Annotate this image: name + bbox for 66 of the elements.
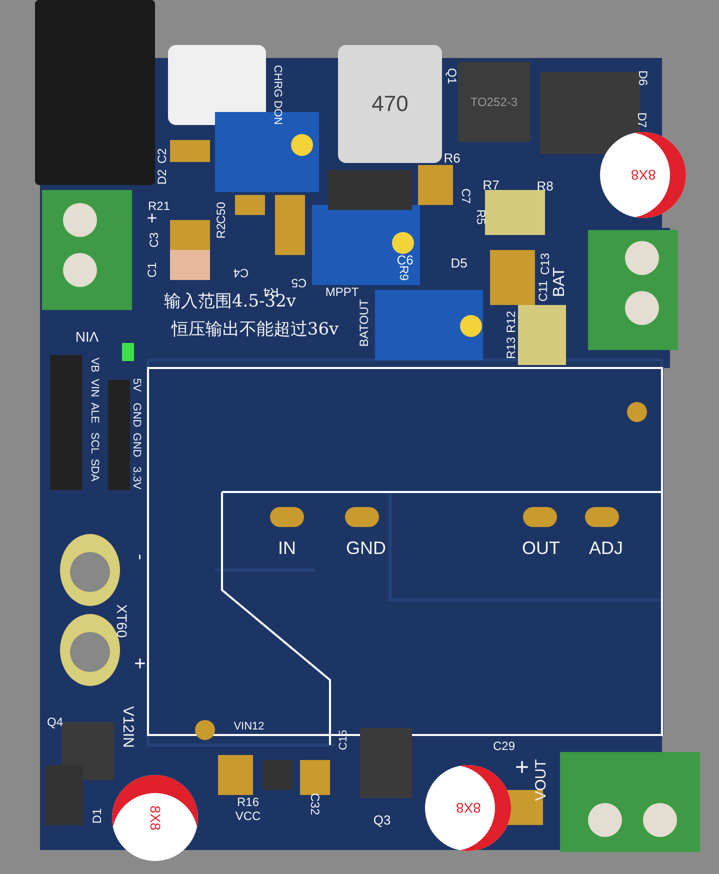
- silkscreen-label: R6: [444, 152, 460, 164]
- silkscreen-label: C6: [396, 254, 414, 266]
- silkscreen-label: +: [146, 209, 158, 227]
- silkscreen-label: R7: [482, 178, 500, 192]
- inductor: [338, 45, 442, 163]
- silkscreen-label: GND: [130, 402, 142, 428]
- silkscreen-label: D7: [636, 112, 648, 128]
- silkscreen-label: OUT: [522, 539, 560, 557]
- silkscreen-label: VIN: [75, 330, 99, 344]
- silkscreen-label: 5V: [130, 378, 142, 392]
- silkscreen-label: R5: [475, 209, 487, 225]
- silkscreen-label: VIN12: [234, 722, 264, 732]
- part-marking: 8X8: [630, 167, 656, 183]
- silkscreen-label: R21: [148, 200, 170, 212]
- silkscreen-label: R2: [215, 223, 227, 239]
- silkscreen-label: C50: [215, 202, 227, 224]
- silkscreen-label: C32: [309, 793, 321, 815]
- part-marking: 470: [372, 91, 408, 117]
- silkscreen-label: C5: [291, 277, 307, 289]
- silkscreen-label: C3: [148, 232, 160, 248]
- silkscreen-label: R9: [398, 265, 410, 281]
- part-marking: 8X8: [147, 806, 163, 830]
- silkscreen-label: C4: [233, 267, 249, 279]
- silkscreen-label: Q3: [373, 814, 391, 826]
- silkscreen-label: +: [515, 756, 529, 780]
- silkscreen-label: MPPT: [325, 286, 359, 298]
- silkscreen-label: R13: [505, 337, 517, 359]
- silkscreen-label: VIN: [88, 378, 100, 398]
- silkscreen-label: C7: [460, 188, 472, 204]
- silkscreen-label: R16: [237, 796, 259, 808]
- silkscreen-label: BAT: [552, 267, 568, 297]
- silkscreen-label: IN: [278, 539, 296, 557]
- silkscreen-label: C15: [338, 730, 350, 750]
- silkscreen-label: VOUT: [534, 759, 548, 801]
- silkscreen-label: R8: [536, 180, 554, 192]
- silkscreen-label: Q4: [47, 716, 63, 728]
- silkscreen-label: GND: [130, 432, 142, 458]
- silkscreen-label: SCL: [88, 432, 100, 454]
- silkscreen-label: BATOUT: [358, 299, 370, 347]
- silkscreen-label: V12IN: [120, 706, 136, 748]
- silkscreen-label: GND: [346, 539, 386, 557]
- silkscreen-label: VB: [88, 358, 100, 372]
- silkscreen-label: 3.3V: [130, 466, 142, 490]
- silkscreen-label: XT60: [115, 604, 129, 638]
- silkscreen-label: VCC: [235, 810, 261, 822]
- silkscreen-label: D5: [450, 256, 468, 270]
- silkscreen-label: -: [132, 554, 150, 560]
- silkscreen-label: D1: [91, 808, 103, 824]
- silkscreen-label: ALE: [88, 402, 100, 424]
- silkscreen-label: C11: [537, 280, 549, 302]
- silkscreen-label: R12: [505, 311, 517, 333]
- transistor-package: [458, 62, 530, 142]
- silkscreen-label: D2: [156, 169, 168, 185]
- silkscreen-label: C2: [156, 148, 168, 164]
- silkscreen-label: ADJ: [589, 539, 623, 557]
- silkscreen-label: 恒压输出不能超过36v: [171, 322, 339, 338]
- part-marking: 8X8: [456, 800, 480, 816]
- silkscreen-label: Q1: [446, 68, 458, 84]
- silkscreen-label: C13: [539, 253, 551, 275]
- silkscreen-label: C1: [146, 262, 158, 278]
- silkscreen-label: CHRG DON: [272, 65, 282, 125]
- silkscreen-label: +: [134, 654, 146, 674]
- silkscreen-label: D6: [637, 70, 649, 86]
- silkscreen-label: SDA: [88, 458, 100, 482]
- part-marking: TO252-3: [470, 95, 518, 109]
- silkscreen-label: C29: [493, 740, 515, 752]
